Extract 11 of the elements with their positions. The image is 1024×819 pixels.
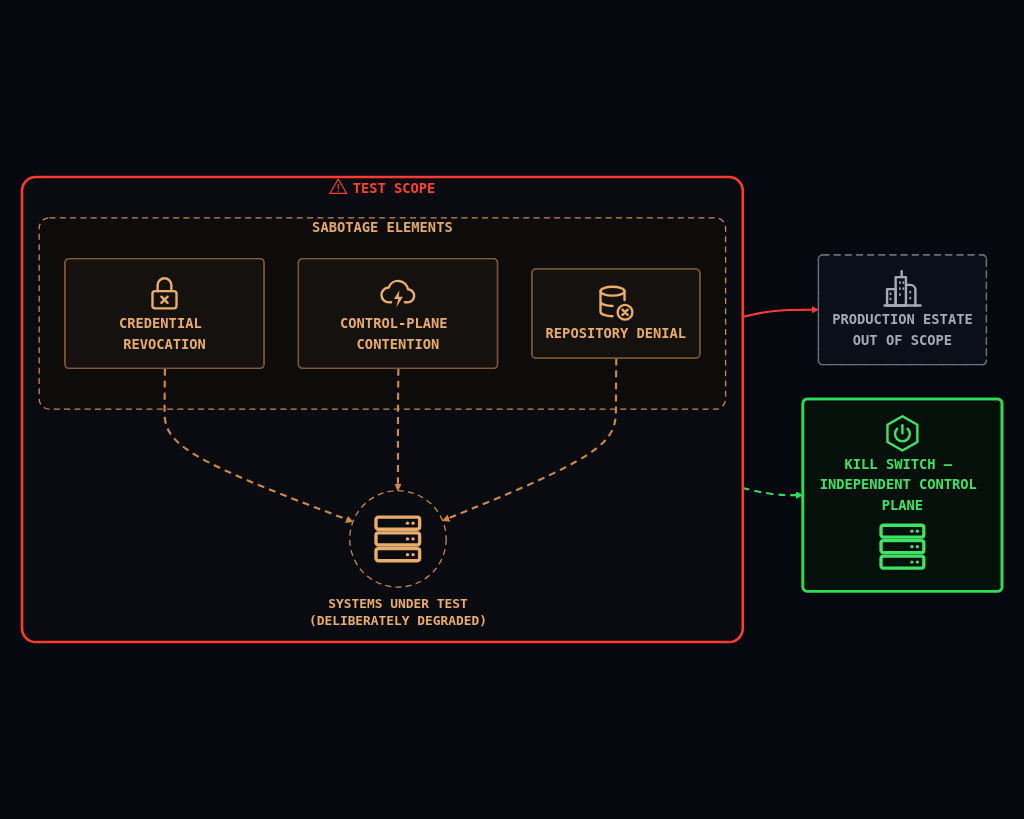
process-box: KILL SWITCH — INDEPENDENT CONTROL PLANE bbox=[801, 397, 1004, 593]
node-caption: SYSTEMS UNDER TEST (DELIBERATELY DEGRADED) bbox=[308, 595, 487, 628]
process-box: REPOSITORY DENIAL bbox=[531, 268, 701, 359]
arrow bbox=[394, 368, 402, 491]
process-box: PRODUCTION ESTATE OUT OF SCOPE bbox=[817, 254, 988, 366]
process-box: CONTROL-PLANE CONTENTION bbox=[297, 257, 499, 369]
circle-node bbox=[308, 490, 487, 628]
process-box: CREDENTIAL REVOCATION bbox=[64, 257, 265, 369]
arrow bbox=[742, 305, 819, 318]
arrow bbox=[442, 358, 618, 522]
arrow bbox=[163, 368, 354, 523]
